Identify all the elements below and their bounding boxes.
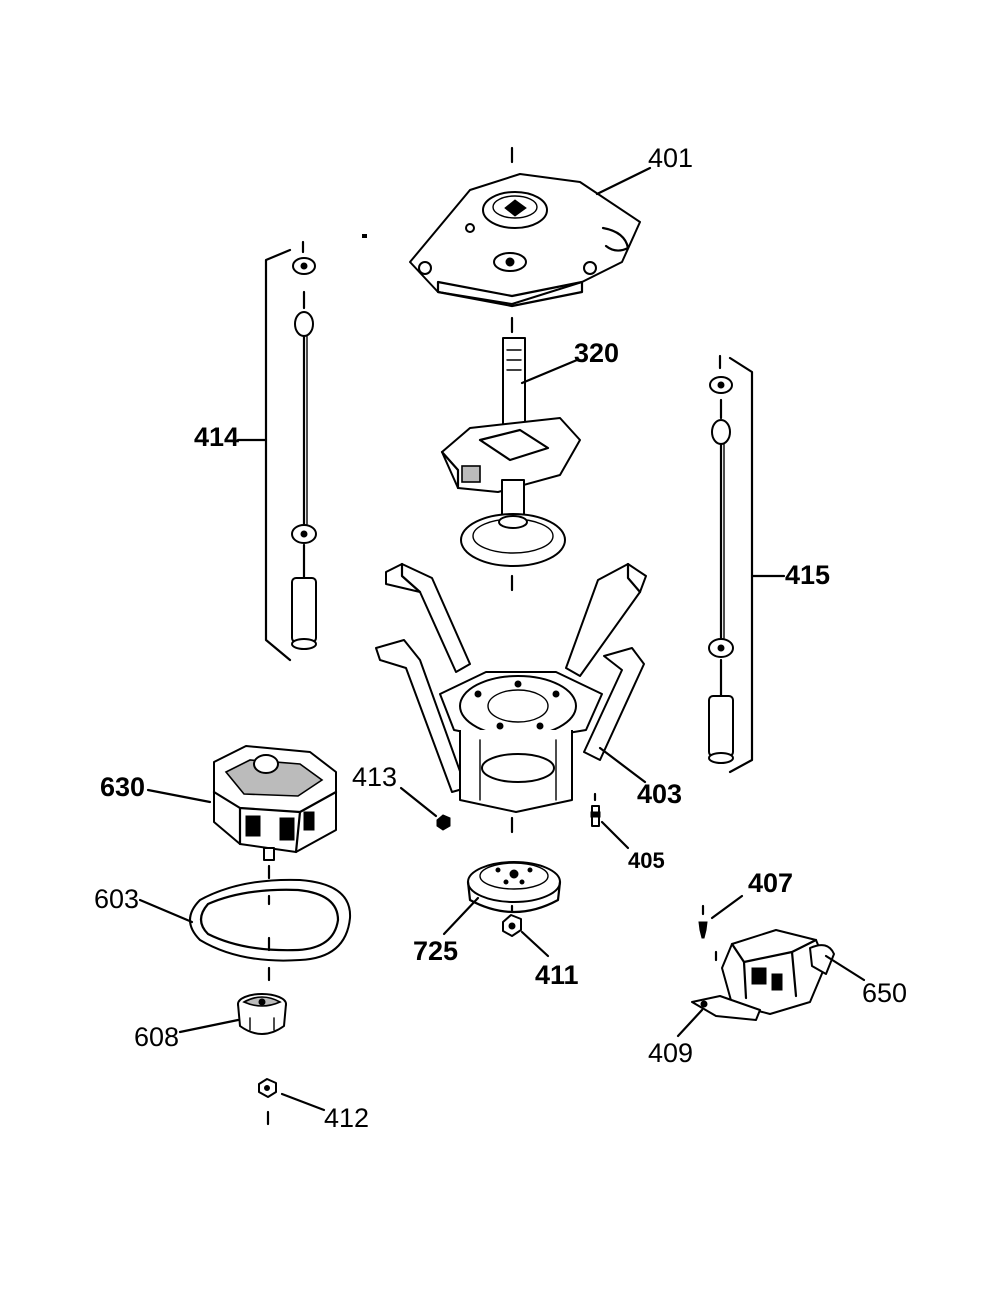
part-405-bolt[interactable] [590, 792, 601, 827]
bracket-415 [728, 356, 754, 774]
leader-630 [146, 788, 212, 804]
leader-407 [710, 894, 744, 920]
label-403: 403 [637, 779, 682, 809]
leader-403 [598, 746, 647, 784]
label-401: 401 [648, 143, 693, 173]
label-630: 630 [100, 772, 145, 802]
label-405: 405 [628, 848, 665, 873]
label-320: 320 [574, 338, 619, 368]
label-413: 413 [352, 762, 397, 792]
label-650: 650 [862, 978, 907, 1008]
leader-405 [600, 820, 630, 850]
part-414-suspension-rod[interactable] [291, 240, 317, 650]
leader-412 [280, 1092, 326, 1112]
part-603-belt[interactable] [189, 878, 352, 982]
label-407: 407 [748, 868, 793, 898]
leader-411 [520, 930, 550, 958]
leader-409 [676, 1008, 704, 1038]
part-320-transmission[interactable] [440, 337, 581, 592]
part-415-suspension-rod[interactable] [708, 354, 734, 764]
leader-401 [595, 166, 652, 196]
leader-320 [520, 358, 579, 385]
bracket-414 [264, 248, 292, 662]
stray-dot [362, 234, 367, 238]
leader-725 [442, 896, 480, 936]
leader-650 [824, 954, 866, 982]
part-412-clip[interactable] [258, 1078, 277, 1126]
leader-608 [178, 1018, 240, 1034]
label-608: 608 [134, 1022, 179, 1052]
part-403-base[interactable] [375, 562, 647, 834]
label-415: 415 [785, 560, 830, 590]
leader-603 [138, 898, 194, 924]
label-414: 414 [194, 422, 239, 452]
label-411: 411 [535, 960, 579, 990]
part-413-nut[interactable] [436, 814, 451, 831]
part-401-cover[interactable] [409, 146, 641, 334]
part-650-assembly[interactable] [691, 929, 835, 1021]
part-630-motor[interactable] [212, 745, 338, 880]
label-412: 412 [324, 1103, 369, 1133]
part-407-screw[interactable] [698, 904, 708, 939]
label-603: 603 [94, 884, 139, 914]
label-409: 409 [648, 1038, 693, 1068]
label-725: 725 [413, 936, 458, 966]
part-725-pulley[interactable] [466, 861, 562, 914]
leader-413 [399, 786, 438, 818]
part-608-motor-pulley[interactable] [237, 993, 287, 1035]
part-411-nut[interactable] [502, 904, 522, 937]
